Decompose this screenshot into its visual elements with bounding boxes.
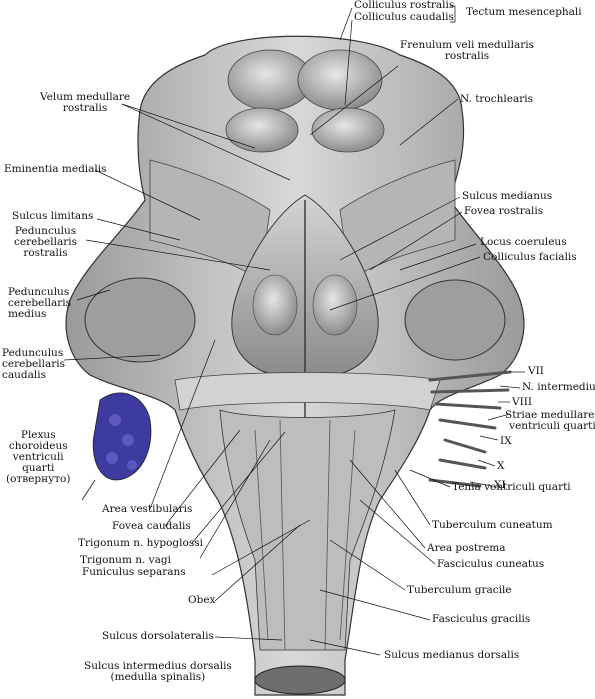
medulla-caudal: [219, 409, 396, 651]
label-ix: IX: [500, 435, 512, 447]
pedunculus-medius-cut-right: [404, 279, 506, 361]
label-tuberculum-gracile: Tuberculum gracile: [407, 584, 512, 596]
label-xi: XI: [494, 479, 506, 491]
label-x: X: [497, 460, 505, 472]
label-colliculus-facialis: Colliculus facialis: [483, 251, 577, 263]
colliculus-facialis-left: [252, 274, 298, 336]
label-sulcus-medianus-dorsalis: Sulcus medianus dorsalis: [384, 649, 520, 661]
label-fasciculus-gracilis: Fasciculus gracilis: [432, 613, 531, 625]
striae-medullares: [174, 372, 441, 411]
pedunculus-medius-cut-left: [84, 277, 196, 363]
label-trigonum-hypoglossi: Trigonum n. hypoglossi: [78, 537, 203, 549]
label-tuberculum-cuneatum: Tuberculum cuneatum: [432, 519, 553, 531]
label-n-intermedius: N. intermedius: [522, 381, 595, 393]
label-obex: Obex: [188, 594, 216, 606]
label-vii: VII: [528, 365, 544, 377]
label-trigonum-vagi: Trigonum n. vagi: [80, 554, 171, 566]
label-n-trochlearis: N. trochlearis: [460, 93, 533, 105]
label-locus-coeruleus: Locus coeruleus: [480, 236, 567, 248]
label-sulcus-intermedius-dorsalis: Sulcus intermedius dorsalis(medulla spin…: [84, 660, 232, 683]
label-area-postrema: Area postrema: [427, 542, 506, 554]
label-tectum: Tectum mesencephali: [466, 6, 582, 18]
leader-lines: [63, 5, 525, 656]
label-tenia: Tenia ventriculi quarti: [452, 481, 571, 493]
label-sulcus-limitans: Sulcus limitans: [12, 210, 94, 222]
label-eminentia: Eminentia medialis: [4, 163, 107, 175]
cranial-nerve-roots: [428, 370, 512, 488]
label-funiculus-separans: Funiculus separans: [82, 566, 186, 578]
label-area-vestibularis: Area vestibularis: [102, 503, 193, 515]
label-colliculus-caudalis: Colliculus caudalis: [354, 11, 454, 23]
label-fovea-rostralis: Fovea rostralis: [464, 205, 544, 217]
colliculus-caudalis-left: [225, 107, 299, 153]
label-fasciculus-cuneatus: Fasciculus cuneatus: [437, 558, 545, 570]
colliculus-rostralis-right: [297, 49, 383, 111]
label-viii: VIII: [512, 396, 533, 408]
colliculus-facialis-right: [312, 274, 358, 336]
colliculus-caudalis-right: [311, 107, 385, 153]
fasciculi-lines: [254, 419, 356, 651]
medulla-spinalis-cut: [254, 665, 346, 695]
plexus-choroideus: [81, 392, 152, 501]
label-sulcus-medianus: Sulcus medianus: [462, 190, 553, 202]
label-colliculus-rostralis: Colliculus rostralis: [354, 0, 455, 11]
label-fovea-caudalis: Fovea caudalis: [112, 520, 191, 532]
label-sulcus-dorsolateralis: Sulcus dorsolateralis: [102, 630, 214, 642]
